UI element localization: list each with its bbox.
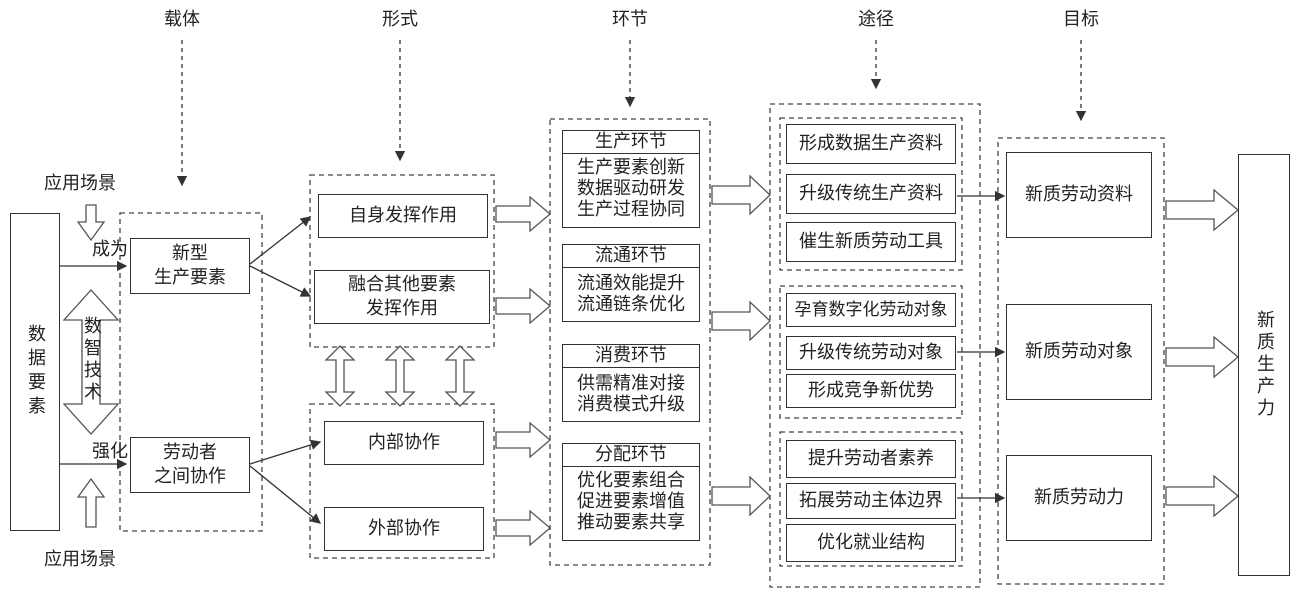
scenario-bottom-label: 应用场景	[44, 549, 116, 570]
path-3-item-3: 优化就业结构	[786, 524, 956, 562]
path-1-item-1: 形成数据生产资料	[786, 124, 956, 164]
path-container	[769, 103, 981, 588]
path-1-item-3: 催生新质劳动工具	[786, 222, 956, 262]
consumption-section: 消费环节 供需精准对接 消费模式升级	[562, 344, 700, 422]
distribution-body: 优化要素组合 促进要素增值 推动要素共享	[577, 470, 685, 533]
path-1-item-2: 升级传统生产资料	[786, 174, 956, 214]
result-box: 新质生产力	[1238, 154, 1290, 576]
become-label: 成为	[92, 239, 128, 260]
distribution-section: 分配环节 优化要素组合 促进要素增值 推动要素共享	[562, 443, 700, 541]
circulation-body: 流通效能提升 流通链条优化	[577, 273, 685, 315]
path-group-3	[779, 431, 963, 567]
path-2-item-3: 形成竞争新优势	[786, 374, 956, 408]
fusion-role-box: 融合其他要素 发挥作用	[314, 270, 490, 324]
production-title: 生产环节	[563, 131, 699, 154]
new-factor-box: 新型 生产要素	[130, 238, 250, 294]
path-group-1	[779, 117, 963, 271]
header-path: 途径	[858, 9, 894, 30]
consumption-body: 供需精准对接 消费模式升级	[577, 373, 685, 415]
circulation-title: 流通环节	[563, 245, 699, 268]
data-element-text: 数据要素	[25, 324, 46, 420]
digital-tech-text: 数智技术	[81, 316, 102, 404]
path-2-item-1: 孕育数字化劳动对象	[786, 293, 956, 327]
path-3-item-2: 拓展劳动主体边界	[786, 483, 956, 519]
consumption-title: 消费环节	[563, 345, 699, 368]
result-text: 新质生产力	[1254, 310, 1275, 420]
goal-means-box: 新质劳动资料	[1006, 152, 1152, 238]
scenario-top-label: 应用场景	[44, 173, 116, 194]
header-form: 形式	[382, 9, 418, 30]
path-3-item-1: 提升劳动者素养	[786, 440, 956, 478]
header-link: 环节	[612, 9, 648, 30]
header-carrier: 载体	[164, 9, 200, 30]
goal-force-box: 新质劳动力	[1006, 455, 1152, 541]
internal-collab-box: 内部协作	[324, 421, 484, 465]
strengthen-label: 强化	[92, 441, 128, 462]
distribution-title: 分配环节	[563, 444, 699, 467]
production-section: 生产环节 生产要素创新 数据驱动研发 生产过程协同	[562, 130, 700, 228]
carrier-container	[119, 212, 263, 532]
production-body: 生产要素创新 数据驱动研发 生产过程协同	[577, 157, 685, 220]
data-element-box: 数据要素	[10, 213, 60, 531]
circulation-section: 流通环节 流通效能提升 流通链条优化	[562, 244, 700, 322]
form-container-top	[309, 174, 495, 348]
link-container	[549, 118, 711, 566]
self-role-box: 自身发挥作用	[318, 194, 488, 238]
path-2-item-2: 升级传统劳动对象	[786, 336, 956, 370]
external-collab-box: 外部协作	[324, 507, 484, 551]
worker-collab-box: 劳动者 之间协作	[130, 437, 250, 493]
digital-tech-label: 数智技术	[81, 316, 102, 404]
goal-container	[997, 137, 1165, 585]
header-goal: 目标	[1063, 9, 1099, 30]
goal-object-box: 新质劳动对象	[1006, 304, 1152, 400]
